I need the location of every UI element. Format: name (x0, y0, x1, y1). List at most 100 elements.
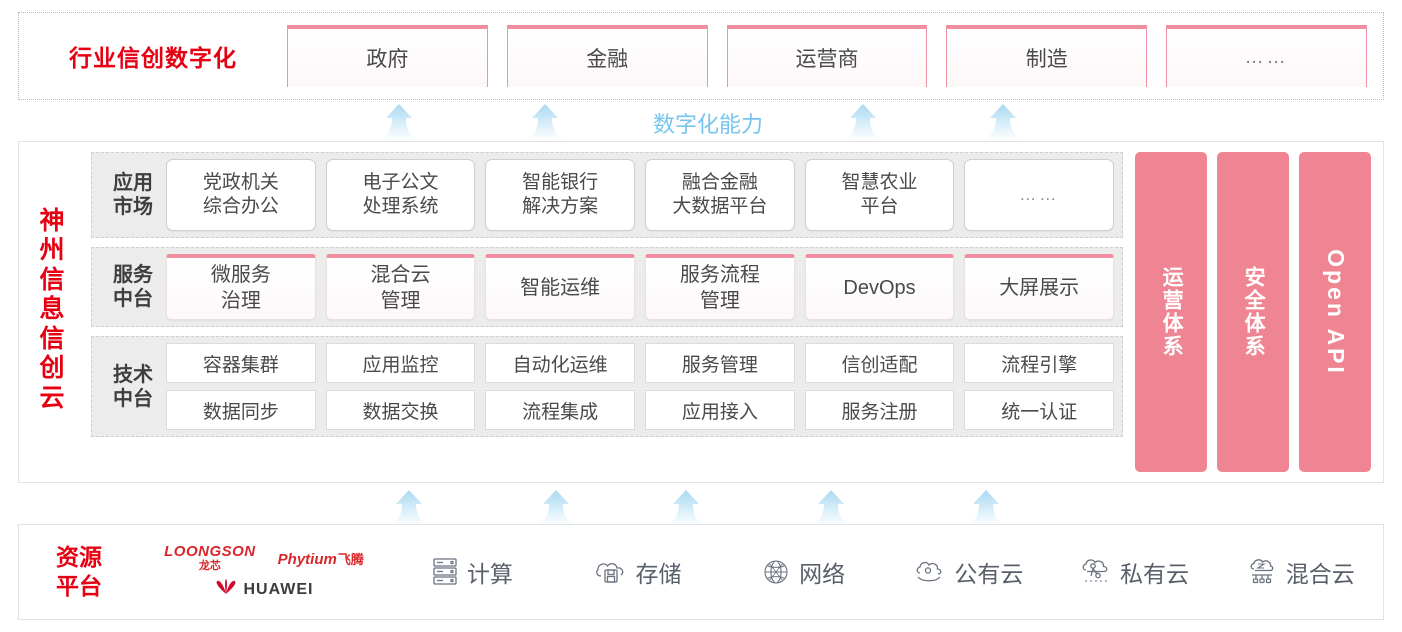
layer-tech-platform: 技术 中台 容器集群 应用监控 自动化运维 服务管理 信创适配 流程引擎 (91, 336, 1123, 437)
service-card-dashboard[interactable]: 大屏展示 (964, 254, 1115, 320)
card-line: 电子公文 (362, 171, 439, 193)
resource-item-label: 私有云 (1120, 561, 1190, 587)
layer-label-line: 应用 (113, 172, 153, 194)
card-line: 治理 (220, 289, 261, 312)
cloud-title-char: 神 (39, 206, 65, 235)
card-line: 微服务 (210, 263, 271, 286)
layer-label-app-market: 应用 市场 (100, 159, 166, 231)
huawei-logo: HUAWEI (215, 579, 314, 600)
up-arrow-icon (808, 489, 854, 527)
up-arrow-icon (386, 489, 432, 527)
layer-stack: 应用 市场 党政机关 综合办公 电子公文 处理系统 智能银行 (91, 152, 1123, 472)
layer-service-platform: 服务 中台 微服务 治理 混合云 管理 智能运维 (91, 247, 1123, 327)
tech-card-service-registry[interactable]: 服务注册 (804, 390, 955, 430)
cloud-body: 应用 市场 党政机关 综合办公 电子公文 处理系统 智能银行 (85, 142, 1383, 482)
card-line: 管理 (699, 289, 740, 312)
card-line: 管理 (380, 289, 421, 312)
up-arrow-icon (663, 489, 709, 527)
card-line: 大数据平台 (672, 196, 768, 217)
tech-card-row: 容器集群 应用监控 自动化运维 服务管理 信创适配 流程引擎 (166, 343, 1115, 383)
service-card-hybrid-cloud-mgmt[interactable]: 混合云 管理 (325, 254, 476, 320)
layer-label-line: 中台 (113, 387, 153, 410)
service-card-microservice-governance[interactable]: 微服务 治理 (166, 254, 316, 320)
cloud-title-char: 州 (39, 236, 65, 265)
industry-band-title: 行业信创数字化 (69, 45, 237, 71)
industry-card-more[interactable]: …… (1166, 25, 1367, 87)
vendor-logo-row: LOONGSON 龙芯 Phytium 飞腾 (164, 544, 364, 573)
layer-label-tech-platform: 技术 中台 (100, 343, 166, 430)
app-card-more[interactable]: …… (964, 159, 1115, 231)
capability-label: 数字化能力 (653, 112, 764, 137)
cloud-title-char: 云 (39, 383, 65, 412)
resource-platform-title: 资源 平台 (19, 543, 139, 601)
tech-card-data-exchange[interactable]: 数据交换 (325, 390, 476, 430)
service-card-aiops[interactable]: 智能运维 (485, 254, 636, 320)
resource-item-public-cloud[interactable]: 公有云 (886, 555, 1052, 589)
layer-label-line: 市场 (113, 196, 153, 218)
phytium-logo: Phytium 飞腾 (278, 549, 364, 568)
server-rack-icon (431, 557, 459, 587)
industry-card-telecom[interactable]: 运营商 (726, 25, 928, 87)
up-arrow-icon (963, 489, 1009, 527)
card-line: 党政机关 (202, 171, 279, 193)
hybrid-cloud-icon (1246, 557, 1278, 587)
cloud-title-char: 信 (39, 324, 65, 353)
card-line: 混合云 (370, 263, 431, 286)
tech-card-row: 数据同步 数据交换 流程集成 应用接入 服务注册 统一认证 (166, 390, 1115, 430)
up-arrow-icon (980, 103, 1026, 141)
pillar-open-api[interactable]: Open API (1299, 152, 1371, 472)
tech-card-service-mgmt[interactable]: 服务管理 (645, 343, 795, 383)
layer-app-market: 应用 市场 党政机关 综合办公 电子公文 处理系统 智能银行 (91, 152, 1123, 238)
pillar-label: Open API (1322, 248, 1349, 376)
resource-item-network[interactable]: 网络 (720, 555, 886, 589)
up-arrow-icon (533, 489, 579, 527)
service-card-devops[interactable]: DevOps (804, 254, 955, 320)
pillar-security-system[interactable]: 安全体系 (1217, 152, 1289, 472)
up-arrow-icon (840, 103, 886, 141)
app-card-smart-agriculture[interactable]: 智慧农业 平台 (804, 159, 955, 231)
huawei-flower-icon (215, 579, 237, 600)
tech-card-app-monitoring[interactable]: 应用监控 (325, 343, 476, 383)
app-card-finance-bigdata[interactable]: 融合金融 大数据平台 (645, 159, 795, 231)
resource-item-hybrid-cloud[interactable]: 混合云 (1217, 555, 1383, 589)
industry-band: 行业信创数字化 政府 金融 运营商 制造 …… (18, 12, 1384, 100)
resource-item-compute[interactable]: 计算 (389, 555, 555, 589)
industry-card-manufacturing[interactable]: 制造 (946, 25, 1148, 87)
cloud-title: 神 州 信 息 信 创 云 (19, 142, 85, 482)
app-card-edoc-system[interactable]: 电子公文 处理系统 (325, 159, 476, 231)
pillar-operations-system[interactable]: 运营体系 (1135, 152, 1207, 472)
tech-card-container-cluster[interactable]: 容器集群 (166, 343, 316, 383)
tech-card-automated-ops[interactable]: 自动化运维 (485, 343, 636, 383)
resource-title-line: 资源 (56, 544, 102, 571)
service-card-process-mgmt[interactable]: 服务流程 管理 (645, 254, 795, 320)
app-card-smart-bank[interactable]: 智能银行 解决方案 (485, 159, 636, 231)
up-arrow-icon (376, 103, 422, 141)
loongson-logo-cn: 龙芯 (198, 559, 221, 572)
capability-arrow-strip: 数字化能力 (18, 101, 1384, 141)
card-line: 平台 (860, 196, 899, 217)
tech-card-process-engine[interactable]: 流程引擎 (964, 343, 1115, 383)
resource-arrow-strip (18, 487, 1384, 527)
industry-card-government[interactable]: 政府 (287, 25, 488, 87)
resource-item-private-cloud[interactable]: 私有云 (1052, 555, 1218, 589)
industry-card-finance[interactable]: 金融 (506, 25, 708, 87)
tech-card-unified-auth[interactable]: 统一认证 (964, 390, 1115, 430)
tech-card-xinchuang-adaptation[interactable]: 信创适配 (804, 343, 955, 383)
card-line: 融合金融 (681, 171, 758, 193)
app-market-card-list: 党政机关 综合办公 电子公文 处理系统 智能银行 解决方案 融合金融 (166, 159, 1115, 231)
card-line: 智慧农业 (841, 171, 918, 193)
app-card-government-office[interactable]: 党政机关 综合办公 (166, 159, 316, 231)
card-line: 解决方案 (522, 196, 599, 217)
cloud-title-char: 信 (39, 265, 65, 294)
tech-card-grid: 容器集群 应用监控 自动化运维 服务管理 信创适配 流程引擎 数据同步 数据交换… (166, 343, 1115, 430)
tech-card-app-access[interactable]: 应用接入 (645, 390, 795, 430)
resource-item-label: 存储 (635, 561, 682, 587)
public-cloud-icon (914, 558, 946, 586)
resource-item-storage[interactable]: 存储 (555, 555, 721, 589)
tech-card-data-sync[interactable]: 数据同步 (166, 390, 316, 430)
tech-card-process-integration[interactable]: 流程集成 (485, 390, 636, 430)
phytium-logo-en: Phytium (277, 550, 337, 568)
resource-item-label: 计算 (466, 561, 513, 587)
loongson-logo-en: LOONGSON (164, 542, 256, 560)
